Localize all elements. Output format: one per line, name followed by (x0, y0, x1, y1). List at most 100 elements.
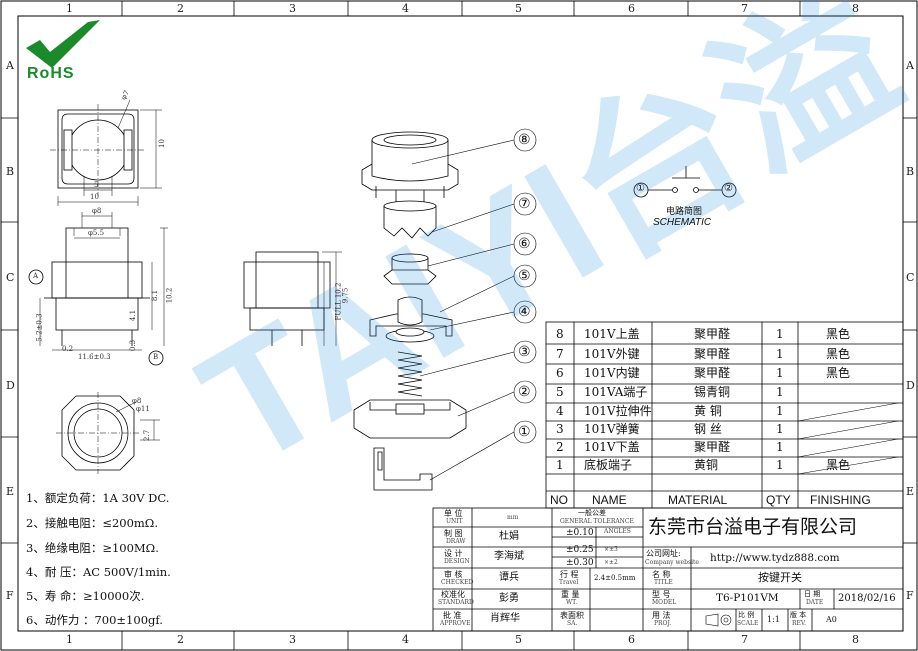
spec-line: 4、耐 压：AC 500V/1min. (26, 565, 171, 579)
bom-cell-material: 聚甲醛 (694, 366, 731, 380)
bom-cell-name: 101V下盖 (584, 440, 640, 454)
callout-7: ⑦ (518, 195, 531, 211)
tb-check-cn: 审 核 (444, 570, 463, 579)
callout-1: ① (518, 423, 531, 439)
tb-std-cn: 校准化 (441, 590, 465, 599)
tb-model-en: MODEL (652, 599, 677, 606)
tb-surface-en: SA. (567, 620, 578, 627)
bom-cell-name: 101V外键 (584, 347, 640, 361)
schematic-node-2: ② (724, 183, 733, 194)
zone-label-side: C (906, 271, 915, 284)
bom-cell-material: 钢 丝 (694, 422, 722, 436)
tb-draw-en: DRAW (446, 538, 466, 545)
tb-design-cn: 设 计 (444, 549, 463, 558)
bom-cell-qty: 1 (776, 458, 784, 472)
bom-cell-name: 101V内键 (584, 366, 640, 380)
bom-cell-qty: 1 (776, 366, 784, 380)
bom-cell-no: 7 (556, 347, 564, 361)
tb-tol-cn: 一般公差 (578, 509, 606, 517)
tb-tol-2a: ×±3 (604, 546, 618, 553)
tb-rev-en: REV. (792, 620, 807, 627)
tb-travel-en: Travel (559, 579, 579, 586)
tb-travel-cn: 行 程 (560, 570, 579, 579)
title-block (432, 507, 904, 632)
bom-cell-name: 底板端子 (584, 458, 633, 472)
dim-side-h975: 9.75 (341, 287, 350, 304)
zone-label-top: 5 (515, 2, 522, 15)
zone-label-side: D (906, 379, 915, 392)
drawing-date: 2018/02/16 (838, 593, 896, 604)
tb-tol-1: ±0.10 (566, 528, 594, 538)
tb-model-cn: 型 号 (652, 590, 671, 599)
zone-label-top: 3 (289, 2, 296, 15)
tb-travel-val: 2.4±0.5mm (594, 574, 636, 582)
zone-label-side: D (6, 379, 15, 392)
bom-table (545, 321, 904, 509)
tb-design-en: DESIGN (444, 558, 470, 565)
tb-std-en: STANDARD (438, 599, 474, 606)
tb-weight-cn: 重 量 (561, 590, 580, 599)
dim-front-h81: 8.1 (151, 289, 160, 302)
zone-label-bottom: 6 (628, 633, 635, 646)
zone-label-side: F (6, 589, 14, 602)
dim-front-h102: 10.2 (165, 287, 174, 304)
dim-bottom-d11: φ11 (136, 405, 150, 413)
tb-date-cn: 日 期 (804, 590, 821, 598)
bom-cell-qty: 1 (776, 347, 784, 361)
spec-line: 3、绝缘电阻：≥100MΩ. (26, 541, 159, 555)
dim-bottom-h27: 2.7 (143, 429, 152, 442)
zone-label-side: F (906, 589, 914, 602)
bom-cell-qty: 1 (776, 385, 784, 399)
schematic-title-cn: 电路简图 (666, 206, 703, 216)
zone-label-bottom: 7 (741, 633, 748, 646)
zone-label-top: 6 (628, 2, 635, 15)
tb-scale-cn: 比 例 (738, 611, 755, 619)
bom-cell-no: 2 (556, 440, 564, 454)
bom-cell-qty: 1 (776, 327, 784, 341)
zone-label-bottom: 2 (177, 633, 184, 646)
tb-unit-cn: 单 位 (444, 509, 463, 518)
ref-b: B (153, 353, 159, 361)
callout-8: ⑧ (518, 131, 531, 147)
bom-cell-no: 6 (556, 366, 564, 380)
product-model: T6-P101VM (716, 592, 779, 604)
zone-label-top: 7 (741, 2, 748, 15)
bom-cell-no: 3 (556, 422, 564, 436)
zone-label-bottom: 1 (66, 633, 73, 646)
dim-front-w02: 0.2 (62, 345, 74, 353)
dim-front-h03: 0.3 (129, 339, 138, 352)
bom-cell-qty: 1 (776, 440, 784, 454)
bom-cell-name: 101V弹簧 (584, 422, 640, 436)
callout-4: ④ (518, 303, 531, 319)
bom-cell-finishing: 黑色 (826, 366, 851, 380)
bom-cell-material: 黄 铜 (694, 404, 722, 418)
bom-cell-material: 聚甲醛 (694, 327, 731, 341)
bom-cell-material: 黄铜 (694, 458, 719, 472)
schematic-title-en: SCHEMATIC (653, 217, 712, 228)
bom-cell-material: 聚甲醛 (694, 440, 731, 454)
callout-5: ⑤ (518, 267, 531, 283)
callout-3: ③ (518, 343, 531, 359)
tb-tol-3a: ×±2 (604, 559, 618, 566)
tb-weight-en: WT. (566, 599, 578, 606)
tb-std-val: 彭勇 (499, 593, 519, 604)
zone-label-top: 4 (402, 2, 409, 15)
zone-label-top: 2 (177, 2, 184, 15)
drawing-scale: 1:1 (767, 615, 780, 624)
bom-cell-name: 101V拉伸件 (584, 404, 652, 418)
front-view (28, 212, 168, 366)
side-view (243, 251, 342, 346)
schematic-symbol (633, 166, 737, 198)
zone-label-side: E (6, 485, 15, 498)
schematic-node-1: ① (636, 183, 645, 194)
bom-cell-no: 1 (556, 458, 564, 472)
rohs-logo: RoHS (27, 65, 75, 82)
dim-front-d8: φ8 (92, 207, 102, 215)
zone-label-bottom: 3 (289, 633, 296, 646)
tb-title-en: TITLE (654, 579, 673, 586)
tb-proj-cn: 用 法 (652, 611, 671, 620)
zone-label-side: A (906, 59, 914, 72)
bom-header-name: NAME (592, 493, 627, 507)
projection-symbol-icon (705, 613, 732, 627)
